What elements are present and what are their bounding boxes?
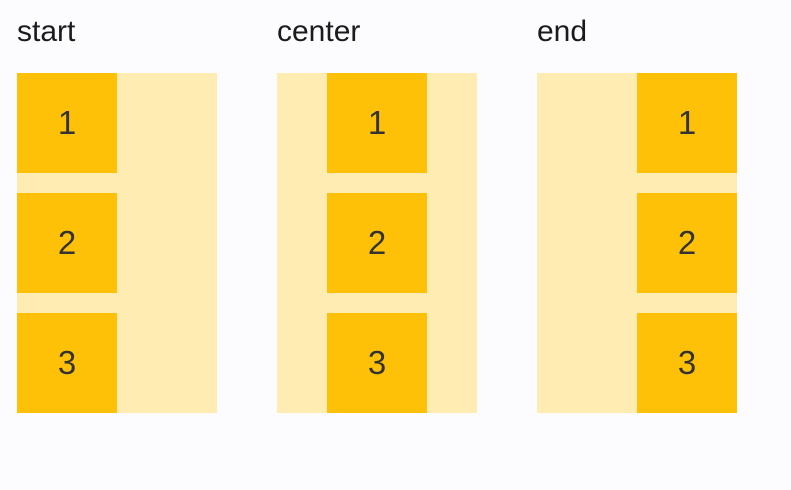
flex-container-start: 1 2 3 <box>17 73 217 413</box>
flex-item-3: 3 <box>327 313 427 413</box>
flex-item-3: 3 <box>17 313 117 413</box>
alignment-group-start: start 1 2 3 <box>17 12 217 413</box>
alignment-demo: start 1 2 3 center 1 2 3 end 1 2 3 <box>17 12 737 413</box>
flex-item-2: 2 <box>637 193 737 293</box>
flex-item-1: 1 <box>17 73 117 173</box>
group-label-end: end <box>537 15 588 48</box>
alignment-group-center: center 1 2 3 <box>277 12 477 413</box>
alignment-group-end: end 1 2 3 <box>537 12 737 413</box>
flex-item-3: 3 <box>637 313 737 413</box>
flex-item-1: 1 <box>327 73 427 173</box>
flex-item-1: 1 <box>637 73 737 173</box>
flex-container-center: 1 2 3 <box>277 73 477 413</box>
flex-container-end: 1 2 3 <box>537 73 737 413</box>
group-label-start: start <box>17 15 76 48</box>
group-label-center: center <box>277 15 361 48</box>
flex-item-2: 2 <box>17 193 117 293</box>
flex-item-2: 2 <box>327 193 427 293</box>
